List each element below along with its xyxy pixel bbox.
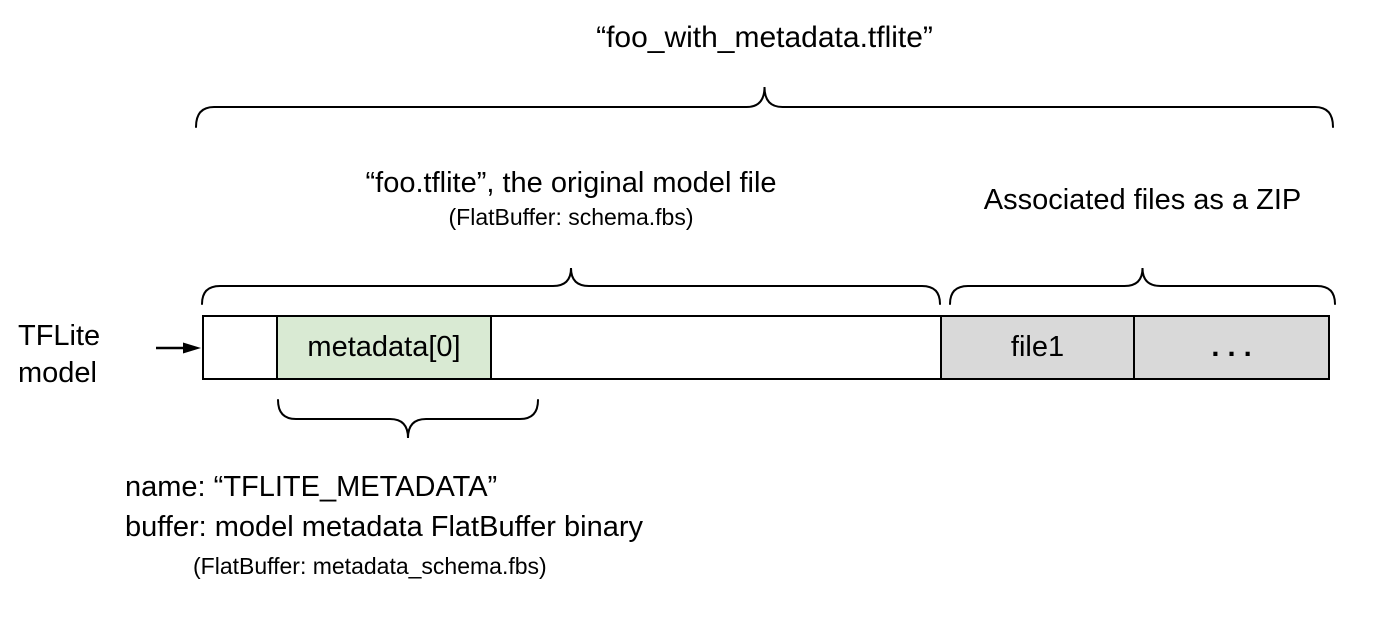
model-arrow-icon xyxy=(155,340,203,356)
segment-file1: file1 xyxy=(942,317,1135,378)
model-file-bar: metadata[0] file1 . . . xyxy=(202,315,1330,380)
segment-model-body xyxy=(492,317,942,378)
brace-whole-file xyxy=(195,86,1334,128)
brace-associated-files xyxy=(949,267,1336,305)
metadata-name-line: name: “TFLITE_METADATA” xyxy=(125,471,498,503)
brace-metadata-entry xyxy=(277,399,539,439)
original-model-sublabel: (FlatBuffer: schema.fbs) xyxy=(448,204,694,230)
segment-metadata0: metadata[0] xyxy=(278,317,492,378)
metadata-buffer-line: buffer: model metadata FlatBuffer binary xyxy=(125,511,643,543)
segment-more-files: . . . xyxy=(1135,317,1328,378)
brace-original-model xyxy=(201,267,941,305)
tflite-model-label: TFLite model xyxy=(18,320,101,389)
metadata-schema-line: (FlatBuffer: metadata_schema.fbs) xyxy=(193,553,547,579)
segment-padding xyxy=(204,317,278,378)
diagram-title: “foo_with_metadata.tflite” xyxy=(596,21,933,54)
associated-files-label: Associated files as a ZIP xyxy=(983,184,1302,216)
original-model-section: “foo.tflite”, the original model file (F… xyxy=(202,166,940,231)
original-model-label: “foo.tflite”, the original model file xyxy=(365,167,777,199)
metadata-annotation: name: “TFLITE_METADATA” buffer: model me… xyxy=(125,467,643,581)
